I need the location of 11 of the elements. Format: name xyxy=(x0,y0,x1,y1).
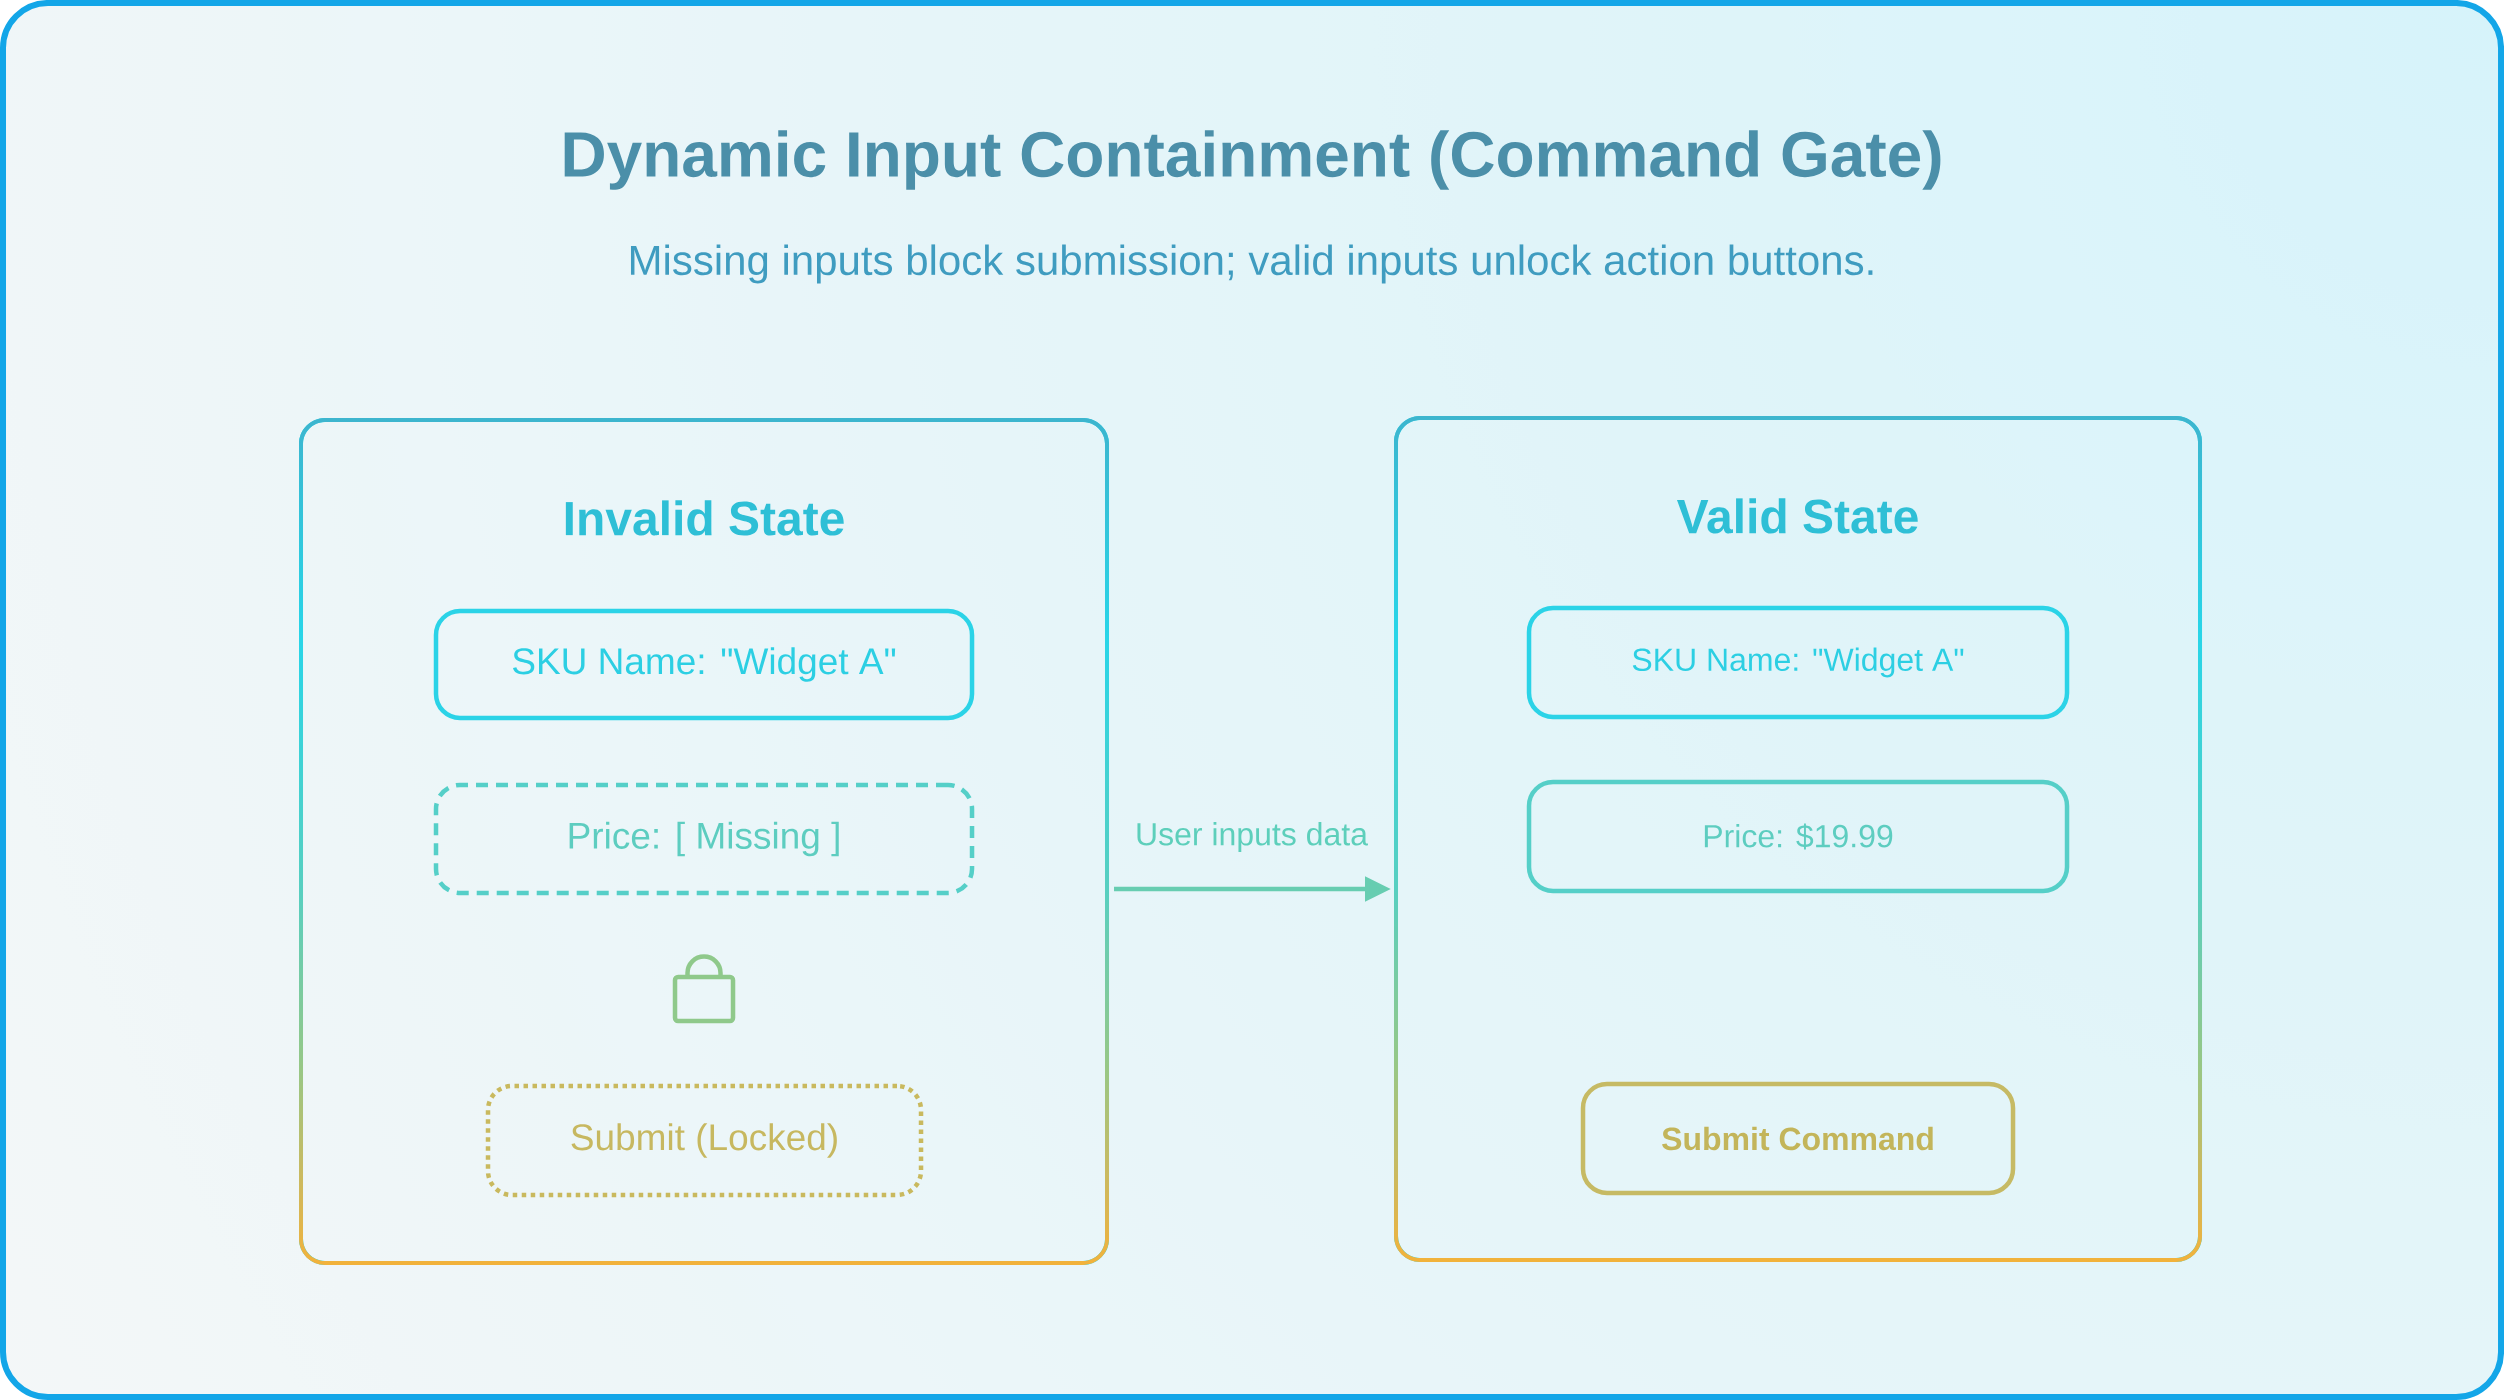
submit-button: Submit (Locked) xyxy=(485,1083,924,1198)
input-field: SKU Name: "Widget A" xyxy=(433,608,975,721)
input-field: SKU Name: "Widget A" xyxy=(1526,605,2070,720)
panel-heading: Valid State xyxy=(1676,498,1918,534)
subtitle: Missing inputs block submission; valid inputs unlock action buttons. xyxy=(631,244,1873,284)
edge-label: User inputs data xyxy=(1137,822,1368,852)
input-field: Price: [ Missing ] xyxy=(433,782,975,896)
title: Dynamic Input Containment (Command Gate) xyxy=(564,130,1941,190)
submit-button: Submit Command xyxy=(1580,1081,2016,1196)
panel-heading: Invalid State xyxy=(565,500,844,536)
input-field: Price: $19.99 xyxy=(1526,779,2070,894)
